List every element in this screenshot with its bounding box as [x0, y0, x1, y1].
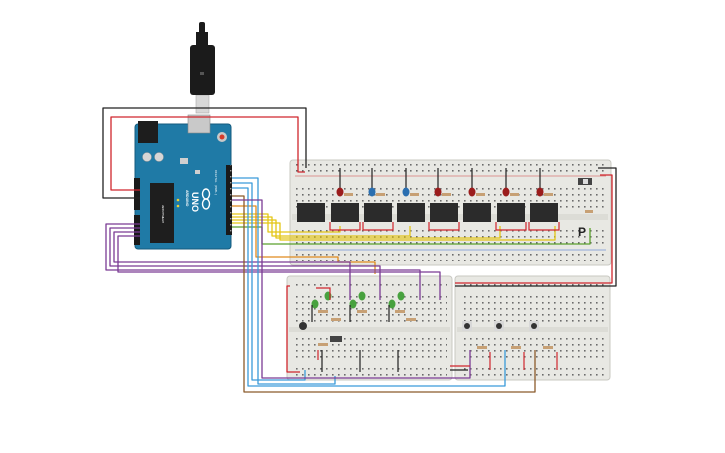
led-green-3 [349, 299, 357, 309]
display-4 [397, 203, 425, 222]
wire-black-rail-right [455, 167, 617, 287]
display-2 [331, 203, 359, 222]
bottom-left-breadboard[interactable] [286, 275, 453, 381]
display-7 [497, 203, 525, 222]
led-green-4 [358, 291, 366, 301]
display-6 [463, 203, 491, 222]
power-header [134, 178, 140, 210]
display-8 [530, 203, 558, 222]
small-switch [330, 336, 342, 342]
top-breadboard[interactable] [289, 159, 612, 266]
wire-red-5v [110, 116, 305, 191]
wire-purple-5 [232, 199, 471, 379]
wire-purple-3 [113, 231, 351, 300]
digital-header-label: DIGITAL (PWM~) [214, 170, 218, 195]
wire-yellow-3 [232, 219, 501, 239]
led-column-1 [336, 168, 353, 197]
display-5 [430, 203, 458, 222]
wire-blue-2 [232, 182, 306, 381]
usb-cable [190, 22, 215, 114]
led-blue-1 [368, 187, 376, 197]
board-brand-label: ARDUINO [185, 190, 189, 207]
switch-label: P [578, 225, 586, 239]
wire-black-gnd [102, 107, 307, 199]
wire-blue-3 [232, 187, 506, 387]
wire-purple-2 [109, 227, 381, 300]
wire-blue-1 [232, 177, 336, 385]
wire-purple-1 [105, 223, 421, 300]
wire-orange [232, 205, 376, 274]
lower-right-components [462, 321, 558, 370]
led-column-5 [468, 168, 485, 197]
led-column-3 [402, 168, 419, 197]
wires [102, 107, 617, 393]
board-model-label: UNO [190, 192, 200, 212]
pushbutton-2 [462, 321, 472, 331]
display-1 [297, 203, 325, 222]
ic-label: ATMEGA328P [161, 205, 165, 223]
led-column-7 [536, 168, 553, 197]
wire-red-rail-right [455, 174, 613, 284]
wire-purple-4 [117, 235, 441, 300]
lower-left-components [299, 287, 416, 372]
led-red-5 [536, 187, 544, 197]
led-column-2 [368, 168, 385, 197]
display-3 [364, 203, 392, 222]
pushbutton-4 [529, 321, 539, 331]
wire-red-lower [286, 285, 300, 373]
pushbutton-3 [494, 321, 504, 331]
led-red-3 [468, 187, 476, 197]
led-green-6 [397, 291, 405, 301]
led-red-2 [434, 187, 442, 197]
led-green-1 [311, 299, 319, 309]
pushbutton-1 [299, 322, 307, 330]
led-column-6 [502, 168, 519, 197]
led-blue-2 [402, 187, 410, 197]
wire-yellow-2 [232, 216, 411, 237]
wire-yellow-4 [232, 222, 556, 241]
led-column-4 [434, 168, 451, 197]
analog-header [134, 215, 140, 245]
led-red-4 [502, 187, 510, 197]
top-components: P [297, 168, 593, 239]
arduino-board[interactable]: ATMEGA328P UNO ARDUINO DIGITAL (PWM~) [134, 114, 232, 250]
wire-brown [232, 195, 536, 393]
led-red-1 [336, 187, 344, 197]
led-green-5 [388, 299, 396, 309]
